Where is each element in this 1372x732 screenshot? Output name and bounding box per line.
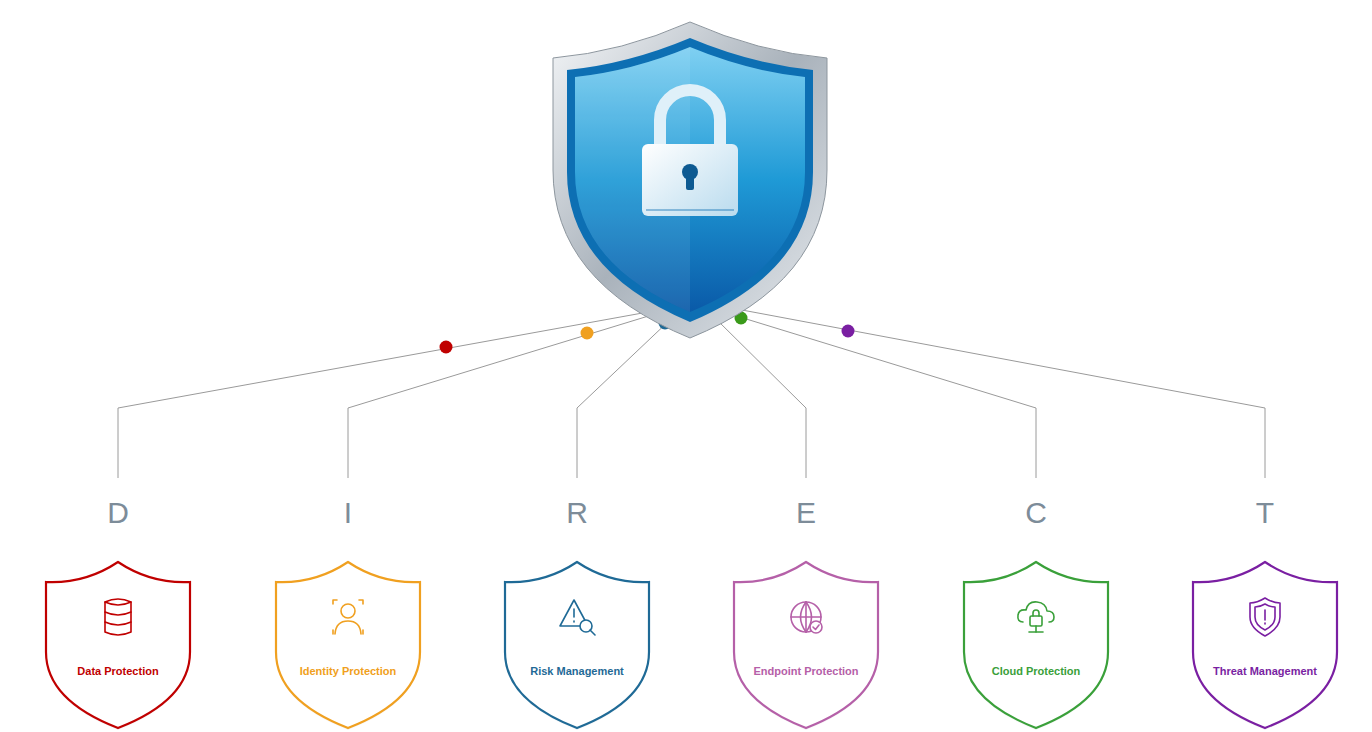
shield-icon — [560, 600, 595, 635]
shield-outline — [273, 560, 423, 732]
line-dots — [440, 312, 855, 354]
acronym-letter: R — [497, 495, 657, 531]
acronym-letter: I — [268, 495, 428, 531]
pillar-label: Data Protection — [63, 665, 173, 678]
pillar-node: I Identity Protection — [268, 495, 428, 732]
pillar-node: D Data Protection — [38, 495, 198, 732]
pillar-label: Risk Management — [522, 665, 632, 678]
pillar-node: R Risk Management — [497, 495, 657, 732]
pillar-label: Threat Management — [1210, 665, 1320, 678]
shield-outline — [731, 560, 881, 732]
shield-icon — [1250, 598, 1280, 636]
shield-icon — [333, 600, 363, 634]
pillar-node: C Cloud Protection — [956, 495, 1116, 732]
shield-outline — [1190, 560, 1340, 732]
acronym-letter: T — [1185, 495, 1345, 531]
shield-outline — [502, 560, 652, 732]
pillar-node: T Threat Management — [1185, 495, 1345, 732]
main-shield — [553, 22, 827, 338]
pillar-label: Endpoint Protection — [751, 665, 861, 678]
shield-icon — [105, 599, 131, 635]
shield-outline — [961, 560, 1111, 732]
pillar-label: Identity Protection — [293, 665, 403, 678]
acronym-letter: E — [726, 495, 886, 531]
shield-icon — [791, 602, 822, 633]
pillar-label: Cloud Protection — [981, 665, 1091, 678]
acronym-letter: C — [956, 495, 1116, 531]
pillar-node: E Endpoint Protection — [726, 495, 886, 732]
shield-outline — [43, 560, 193, 732]
shield-icon — [1018, 602, 1054, 632]
acronym-letter: D — [38, 495, 198, 531]
